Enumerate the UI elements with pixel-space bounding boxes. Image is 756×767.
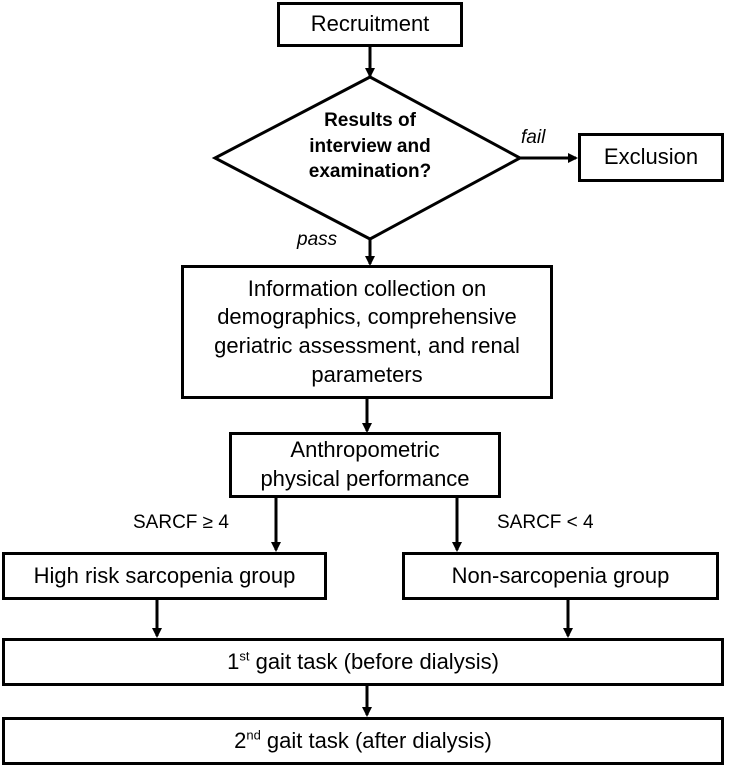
decision-line-2: interview and (309, 135, 431, 157)
recruitment-label: Recruitment (310, 11, 430, 37)
decision-line-3: examination? (308, 161, 432, 183)
gait-task-2-box: 2nd gait task (after dialysis) (2, 717, 724, 765)
info-line-1: Information collection on (247, 275, 487, 301)
decision-label: Results of interview and examination? (260, 108, 480, 185)
exclusion-label: Exclusion (603, 144, 699, 170)
non-sarcopenia-group-box: Non-sarcopenia group (402, 552, 719, 600)
gait-task-2-label: 2nd gait task (after dialysis) (234, 727, 492, 756)
gait-task-2-number: 2 (234, 727, 247, 753)
anthropometric-box: Anthropometric physical performance (229, 432, 501, 498)
anthro-line-1: Anthropometric (290, 437, 440, 463)
info-line-3: geriatric assessment, and renal (214, 333, 520, 358)
decision-line-1: Results of (324, 110, 416, 131)
exclusion-box: Exclusion (578, 133, 724, 182)
anthro-line-2: physical performance (260, 466, 470, 491)
recruitment-box: Recruitment (277, 2, 463, 47)
edge-label-sarcf-low: SARCF < 4 (497, 512, 594, 533)
info-line-4: parameters (311, 361, 423, 387)
gait-task-1-text: gait task (before dialysis) (249, 648, 499, 674)
edge-label-sarcf-high: SARCF ≥ 4 (133, 512, 229, 533)
high-risk-group-box: High risk sarcopenia group (2, 552, 327, 600)
high-risk-group-label: High risk sarcopenia group (33, 562, 296, 588)
edge-label-pass: pass (297, 229, 338, 250)
gait-task-1-ordinal: st (239, 648, 250, 664)
gait-task-2-text: gait task (after dialysis) (260, 727, 492, 753)
gait-task-1-label: 1st gait task (before dialysis) (227, 648, 499, 677)
gait-task-2-ordinal: nd (246, 727, 261, 743)
edge-label-fail: fail (521, 127, 546, 148)
gait-task-1-number: 1 (227, 648, 240, 674)
info-collection-box: Information collection on demographics, … (181, 265, 553, 399)
info-line-2: demographics, comprehensive (217, 304, 517, 330)
gait-task-1-box: 1st gait task (before dialysis) (2, 638, 724, 686)
non-sarcopenia-group-label: Non-sarcopenia group (451, 562, 670, 588)
